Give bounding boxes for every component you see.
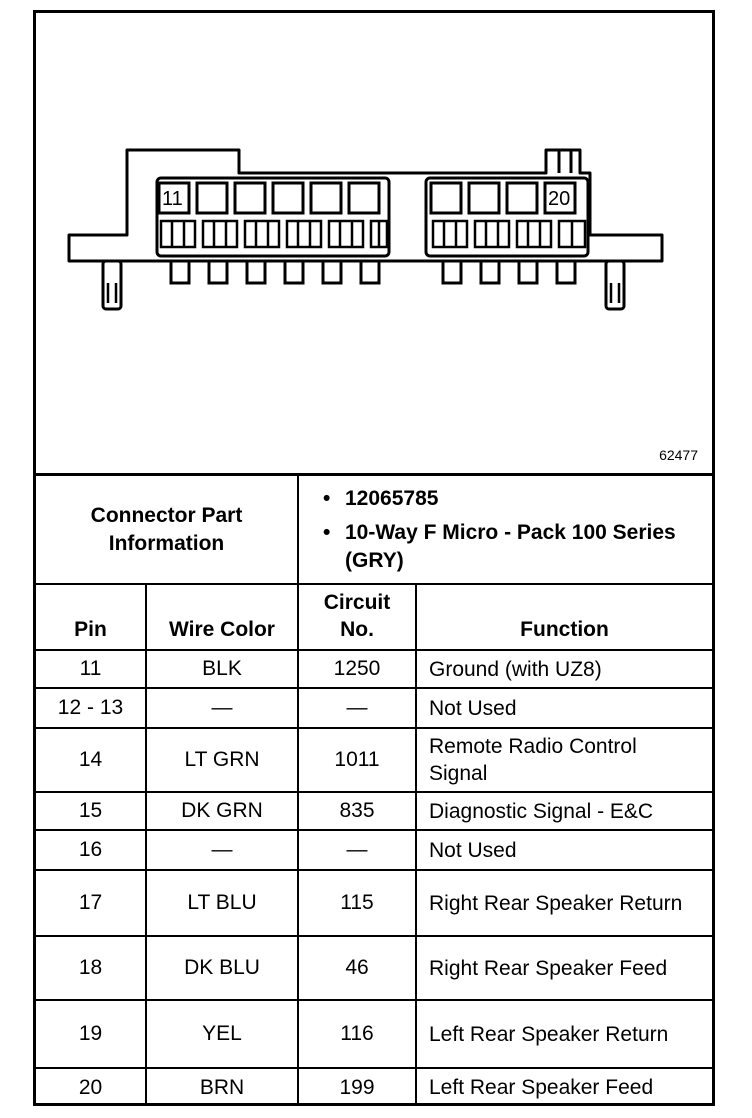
part-number: 12065785: [323, 485, 700, 513]
circuit-cell: —: [297, 829, 417, 871]
pin-cell: 15: [36, 791, 147, 831]
circuit-cell: 199: [297, 1067, 417, 1106]
function-cell: Ground (with UZ8): [415, 649, 712, 689]
pin-20-label: 20: [548, 188, 571, 210]
table-row: 17 LT BLU 115 Right Rear Speaker Return: [36, 869, 712, 937]
figure-number: 62477: [659, 447, 698, 463]
function-cell: Diagnostic Signal - E&C: [415, 791, 712, 831]
wire-color-cell: DK BLU: [145, 935, 299, 1001]
function-cell: Right Rear Speaker Feed: [415, 935, 712, 1001]
circuit-cell: 46: [297, 935, 417, 1001]
wire-color-cell: YEL: [145, 999, 299, 1069]
wire-color-cell: BRN: [145, 1067, 299, 1106]
connector-info-label-line2: Information: [108, 531, 225, 555]
section-divider: [36, 473, 712, 476]
pin-cell: 11: [36, 649, 147, 689]
function-cell: Left Rear Speaker Feed: [415, 1067, 712, 1106]
table-row: 14 LT GRN 1011 Remote Radio Control Sign…: [36, 727, 712, 793]
circuit-cell: 835: [297, 791, 417, 831]
circuit-cell: 115: [297, 869, 417, 937]
pin-cell: 14: [36, 727, 147, 793]
connector-info-label-line1: Connector Part: [90, 503, 243, 527]
circuit-cell: 1011: [297, 727, 417, 793]
connector-sheet: 11 20 62477 Connector Part Information 1…: [33, 10, 715, 1106]
function-cell: Remote Radio Control Signal: [415, 727, 712, 793]
wire-color-cell: BLK: [145, 649, 299, 689]
wire-color-cell: —: [145, 687, 299, 729]
pin-cell: 17: [36, 869, 147, 937]
table-header-row: Pin Wire Color Circuit No. Function: [36, 583, 712, 651]
connector-description: 10-Way F Micro - Pack 100 Series (GRY): [323, 519, 700, 575]
header-circuit-line1: Circuit: [323, 591, 391, 614]
header-wire-color: Wire Color: [145, 583, 299, 651]
table-row: 15 DK GRN 835 Diagnostic Signal - E&C: [36, 791, 712, 831]
connector-info-row: Connector Part Information 12065785 10-W…: [36, 476, 712, 585]
header-circuit-line2: No.: [340, 618, 374, 641]
pin-11-label: 11: [162, 188, 183, 210]
circuit-cell: 116: [297, 999, 417, 1069]
pin-cell: 18: [36, 935, 147, 1001]
pin-cell: 20: [36, 1067, 147, 1106]
table-row: 19 YEL 116 Left Rear Speaker Return: [36, 999, 712, 1069]
function-cell: Left Rear Speaker Return: [415, 999, 712, 1069]
wire-color-cell: LT GRN: [145, 727, 299, 793]
table-row: 11 BLK 1250 Ground (with UZ8): [36, 649, 712, 689]
circuit-cell: —: [297, 687, 417, 729]
function-cell: Right Rear Speaker Return: [415, 869, 712, 937]
connector-face-illustration: [67, 148, 664, 311]
connector-drawing: 11 20 62477: [36, 13, 712, 473]
wire-color-cell: —: [145, 829, 299, 871]
circuit-cell: 1250: [297, 649, 417, 689]
table-row: 20 BRN 199 Left Rear Speaker Feed: [36, 1067, 712, 1106]
table-row: 12 - 13 — — Not Used: [36, 687, 712, 729]
pin-cell: 16: [36, 829, 147, 871]
connector-pinout-table: Connector Part Information 12065785 10-W…: [36, 476, 712, 1106]
table-row: 16 — — Not Used: [36, 829, 712, 871]
header-function: Function: [415, 583, 712, 651]
pin-cell: 12 - 13: [36, 687, 147, 729]
function-cell: Not Used: [415, 687, 712, 729]
header-circuit-no: Circuit No.: [297, 583, 417, 651]
wire-color-cell: LT BLU: [145, 869, 299, 937]
function-cell: Not Used: [415, 829, 712, 871]
connector-info-values: 12065785 10-Way F Micro - Pack 100 Serie…: [297, 476, 712, 585]
pin-cell: 19: [36, 999, 147, 1069]
header-pin: Pin: [36, 583, 147, 651]
wire-color-cell: DK GRN: [145, 791, 299, 831]
table-row: 18 DK BLU 46 Right Rear Speaker Feed: [36, 935, 712, 1001]
connector-info-label: Connector Part Information: [36, 476, 299, 585]
